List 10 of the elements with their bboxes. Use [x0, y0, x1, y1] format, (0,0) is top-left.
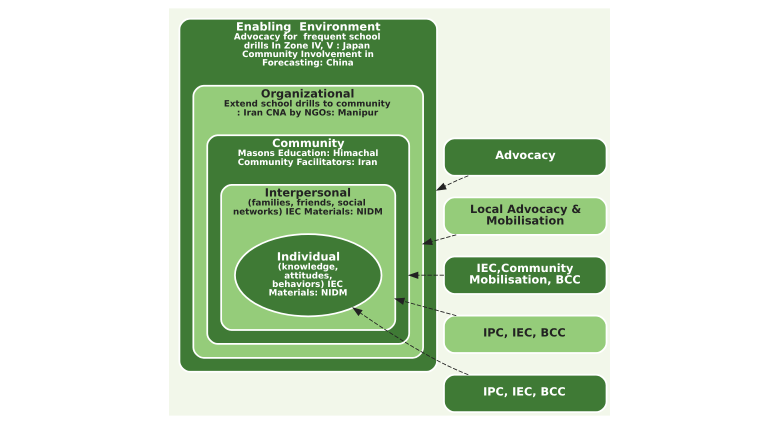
node-box: IPC, IEC, BCC	[442, 374, 607, 414]
arrow	[435, 175, 468, 191]
node-box: Advocacy	[442, 137, 607, 177]
arrow	[421, 234, 456, 246]
node-box: IEC,Community Mobilisation, BCC	[442, 256, 607, 295]
node-box: IPC, IEC, BCC	[442, 314, 607, 354]
arrow	[394, 298, 456, 316]
arrow	[352, 307, 468, 376]
arrow	[407, 272, 444, 279]
node-box: Local Advocacy & Mobilisation	[442, 196, 607, 236]
